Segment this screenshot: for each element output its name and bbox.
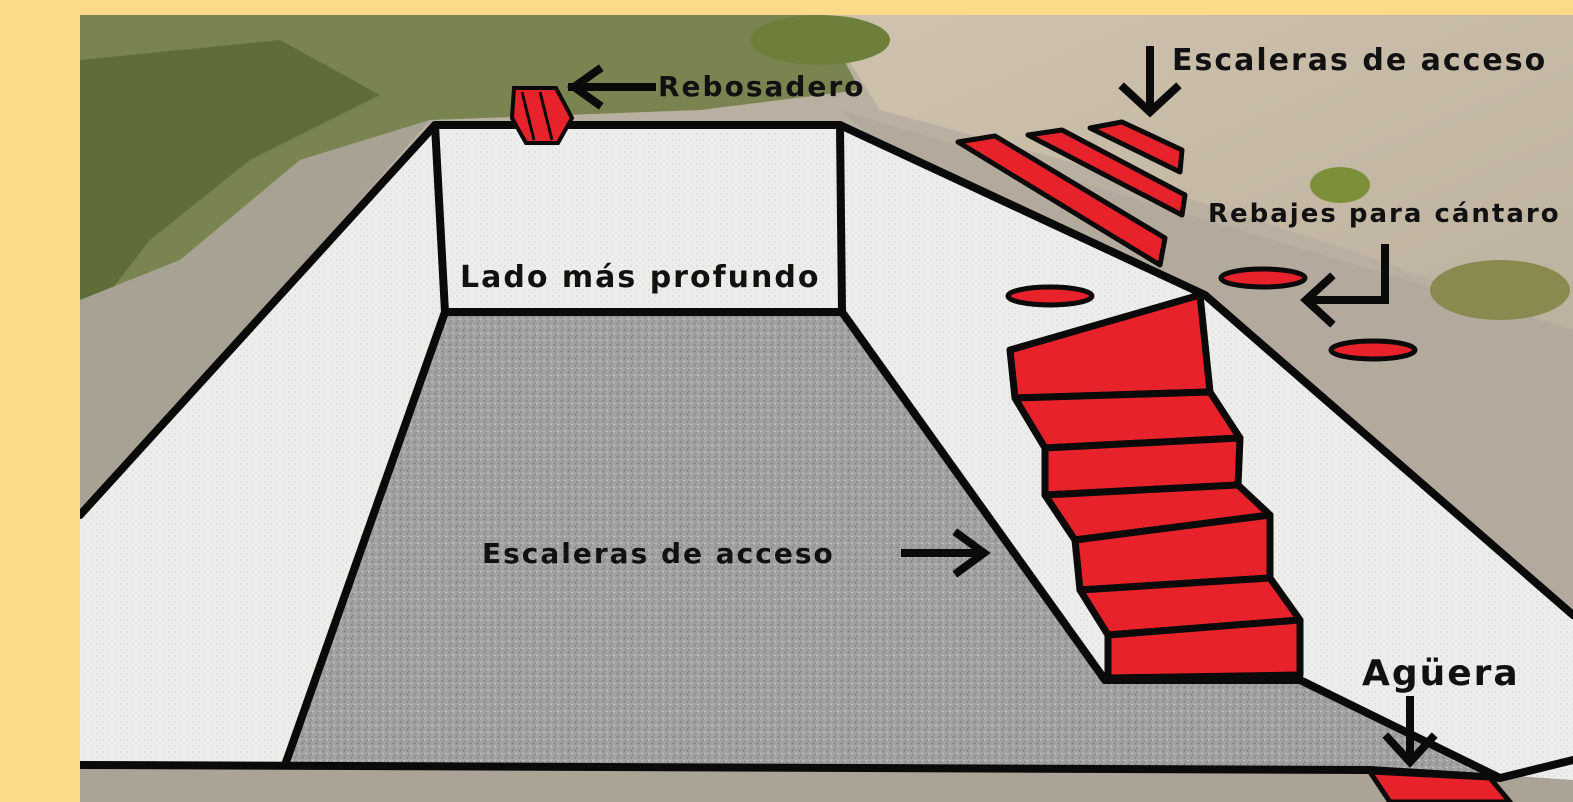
label-escaleras-acceso-inner: Escaleras de acceso: [482, 537, 835, 570]
label-rebajes: Rebajes para cántaro: [1208, 199, 1561, 229]
top-step-cuts: [955, 119, 1188, 268]
left-wall: [80, 125, 445, 765]
arrow-left-icon: [567, 64, 656, 110]
arrow-down-icon: [1382, 696, 1438, 768]
access-stairs: [1006, 291, 1304, 682]
arrow-corner-icon: [1300, 244, 1389, 328]
label-escaleras-acceso-top: Escaleras de acceso: [1172, 43, 1547, 78]
label-aguera: Agüera: [1362, 653, 1520, 694]
aguera-channel: [1365, 769, 1514, 802]
overflow-spout: [509, 86, 575, 145]
arrow-right-icon: [901, 528, 991, 578]
back-wall: [435, 125, 842, 312]
label-rebosadero: Rebosadero: [658, 70, 865, 103]
jug-recesses: [1005, 266, 1418, 362]
arrow-down-icon: [1118, 46, 1182, 118]
label-lado-profundo: Lado más profundo: [460, 260, 820, 295]
cistern-floor: [285, 312, 1500, 775]
